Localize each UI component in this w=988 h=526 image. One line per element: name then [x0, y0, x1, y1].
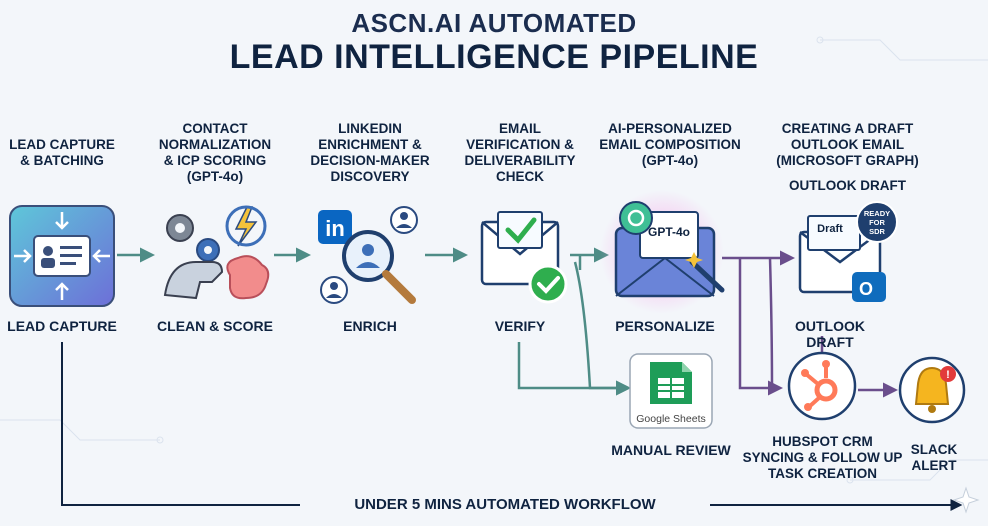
id-card-icon	[9, 205, 115, 307]
flow-arrows	[61, 247, 963, 511]
title-line-1: ASCN.AI AUTOMATED	[351, 8, 637, 38]
title-line-2: LEAD INTELLIGENCE PIPELINE	[229, 38, 759, 76]
step-header-personalize: AI-PERSONALIZED EMAIL COMPOSITION (GPT-4…	[599, 121, 741, 168]
arrow-personalize-to-hubspot	[738, 258, 783, 396]
step-label-clean-score: CLEAN & SCORE	[157, 318, 273, 334]
slack-badge: !	[946, 369, 950, 381]
sheets-caption: Google Sheets	[636, 413, 705, 425]
step-label-outlook-draft: OUTLOOK DRAFT	[795, 318, 865, 350]
manual-review-label: MANUAL REVIEW	[611, 442, 731, 458]
sparkle-icon	[952, 486, 980, 514]
hubspot-label: HUBSPOT CRM SYNCING & FOLLOW UP TASK CRE…	[742, 434, 903, 481]
background-circuit-pattern	[0, 36, 988, 484]
ready-badge-line-3: SDR	[869, 227, 885, 236]
verified-envelope-icon	[480, 211, 568, 304]
hubspot-icon	[787, 351, 857, 421]
step-subheader-outlook-draft: OUTLOOK DRAFT	[789, 178, 906, 193]
step-header-outlook-draft: CREATING A DRAFT OUTLOOK EMAIL (MICROSOF…	[776, 121, 919, 168]
linkedin-letters: in	[325, 216, 345, 241]
step-label-enrich: ENRICH	[343, 318, 397, 334]
robot-brain-icon	[163, 205, 270, 300]
arrow-verify-down-to-sheets	[517, 342, 631, 396]
arrow-verify-to-sheets	[573, 255, 628, 388]
arrow-sheets-to-hubspot	[768, 257, 774, 389]
outlook-draft-icon: Draft READY FOR SDR O	[798, 201, 898, 302]
draft-tag: Draft	[817, 223, 843, 235]
step-label-personalize: PERSONALIZE	[615, 318, 715, 334]
step-label-lead-capture: LEAD CAPTURE	[7, 318, 117, 334]
step-header-enrich: LINKEDIN ENRICHMENT & DECISION-MAKER DIS…	[310, 121, 430, 184]
ready-badge-line-1: READY	[864, 209, 890, 218]
gpt-envelope-icon: GPT-4o	[600, 190, 725, 314]
slack-alert-label: SLACK ALERT	[910, 442, 958, 473]
linkedin-search-icon: in	[318, 206, 418, 304]
slack-alert-bell-icon: !	[898, 356, 966, 424]
ready-badge-line-2: FOR	[869, 218, 885, 227]
step-header-lead-capture: LEAD CAPTURE & BATCHING	[9, 137, 115, 168]
step-header-clean-score: CONTACT NORMALIZATION & ICP SCORING (GPT…	[158, 121, 272, 184]
step-label-verify: VERIFY	[494, 318, 546, 334]
gpt-tag: GPT-4o	[648, 225, 690, 239]
step-header-verify: EMAIL VERIFICATION & DELIVERABILITY CHEC…	[464, 121, 576, 184]
footer-workflow-caption: UNDER 5 MINS AUTOMATED WORKFLOW	[300, 496, 710, 513]
google-sheets-icon: Google Sheets	[629, 353, 713, 429]
outlook-logo-icon	[852, 272, 886, 302]
outlook-letter: O	[859, 279, 873, 299]
